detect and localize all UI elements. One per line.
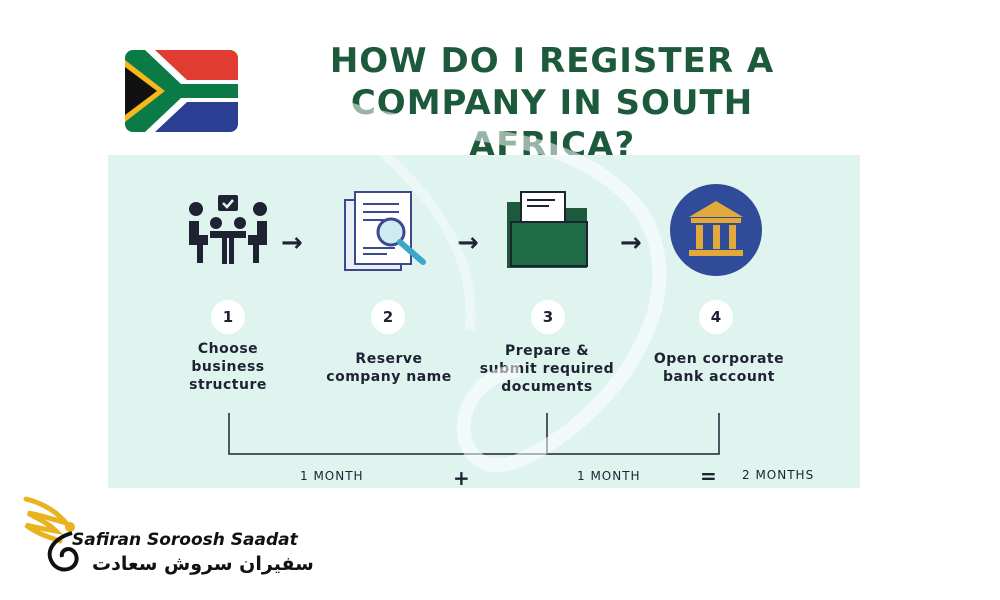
step-number-1: 1	[211, 300, 245, 334]
logo-persian-text: سفیران سروش سعادت	[92, 553, 314, 575]
step-number-4: 4	[699, 300, 733, 334]
duration-total: 2 MONTHS	[742, 468, 815, 482]
duration-segment-1: 1 MONTH	[300, 469, 364, 483]
logo-english-text: Safiran Soroosh Saadat	[72, 530, 298, 550]
step-label-4: Open corporate bank account	[653, 351, 785, 385]
south-africa-flag-icon	[125, 50, 238, 132]
bank-icon	[670, 184, 762, 276]
equals-sign: =	[700, 464, 717, 488]
people-meeting-icon	[189, 195, 267, 264]
step-label-1: Choose business structure	[189, 341, 267, 393]
title-line-1: HOW DO I REGISTER A	[329, 41, 775, 81]
duration-segment-2: 1 MONTH	[577, 469, 641, 483]
logo-bird-icon	[23, 496, 79, 572]
plus-sign: +	[453, 466, 470, 490]
